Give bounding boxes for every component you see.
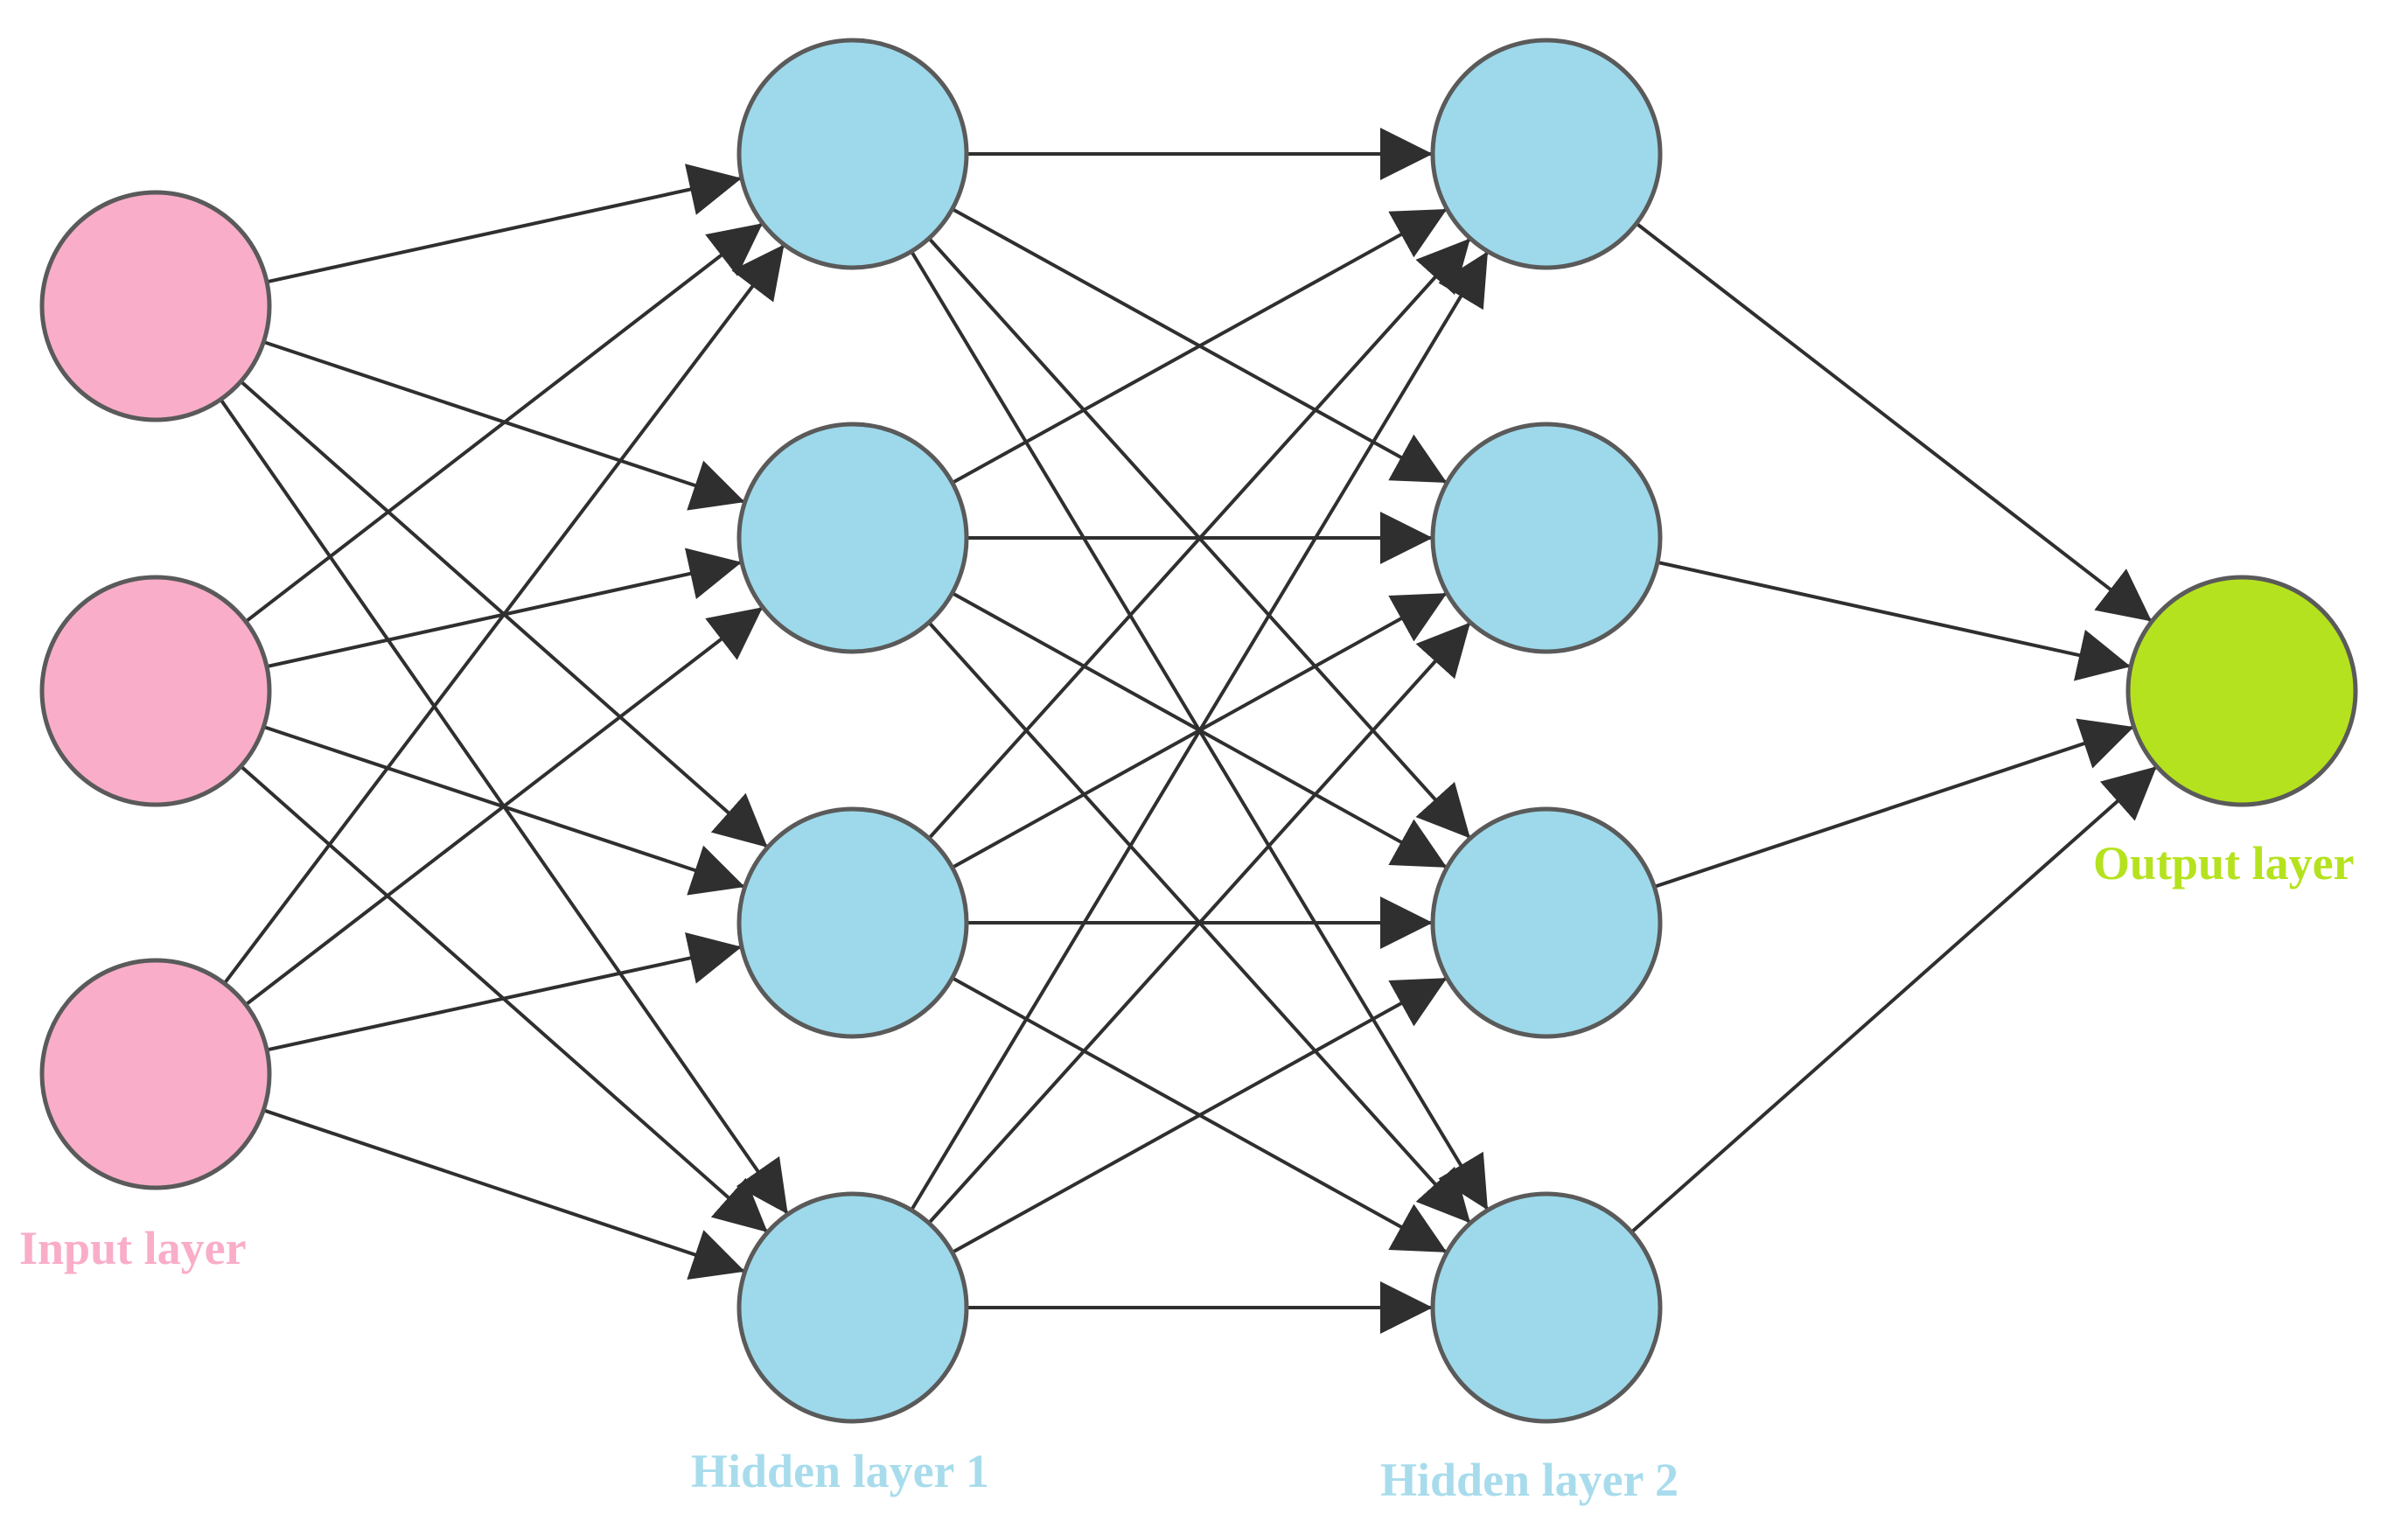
connection-hidden1-3-to-hidden2-1 — [927, 237, 1472, 840]
connection-input-3-to-hidden1-3 — [266, 932, 743, 1052]
connection-input-1-to-hidden1-1 — [266, 164, 743, 284]
neurons-group — [39, 38, 2358, 1424]
connection-hidden2-3-to-output-1 — [1653, 718, 2135, 889]
input-neuron-3 — [39, 958, 272, 1190]
connection-hidden1-4-to-hidden2-3 — [951, 976, 1448, 1254]
hidden-layer-2-label: Hidden layer 2 — [1380, 1454, 1679, 1506]
hidden2-neuron-4 — [1430, 1191, 1663, 1424]
input-neuron-1 — [39, 190, 272, 422]
hidden1-neuron-1 — [736, 38, 969, 270]
connection-hidden1-4-to-hidden2-1 — [910, 250, 1490, 1211]
output-layer-label: Output layer — [2093, 837, 2355, 890]
connection-hidden1-4-to-hidden2-2 — [927, 621, 1472, 1224]
hidden1-neuron-2 — [736, 422, 969, 654]
connection-hidden1-2-to-hidden2-1 — [951, 207, 1448, 485]
output-neuron-1 — [2125, 575, 2358, 807]
hidden1-neuron-4 — [736, 1191, 969, 1424]
hidden2-neuron-3 — [1430, 806, 1663, 1039]
hidden1-neuron-3 — [736, 806, 969, 1039]
connection-hidden2-1-to-output-1 — [1635, 221, 2153, 624]
input-layer-label: Input layer — [19, 1222, 247, 1274]
input-neuron-2 — [39, 575, 272, 807]
connection-input-3-to-hidden1-4 — [262, 1108, 746, 1280]
connection-input-3-to-hidden1-1 — [222, 243, 786, 985]
hidden2-neuron-1 — [1430, 38, 1663, 270]
connection-hidden2-4-to-output-1 — [1630, 764, 2159, 1234]
hidden-layer-1-label: Hidden layer 1 — [691, 1445, 989, 1497]
connections-group — [219, 128, 2159, 1334]
connection-input-2-to-hidden1-1 — [244, 221, 764, 624]
connection-input-3-to-hidden1-2 — [244, 605, 764, 1007]
connection-hidden2-2-to-output-1 — [1657, 560, 2132, 681]
hidden2-neuron-2 — [1430, 422, 1663, 654]
